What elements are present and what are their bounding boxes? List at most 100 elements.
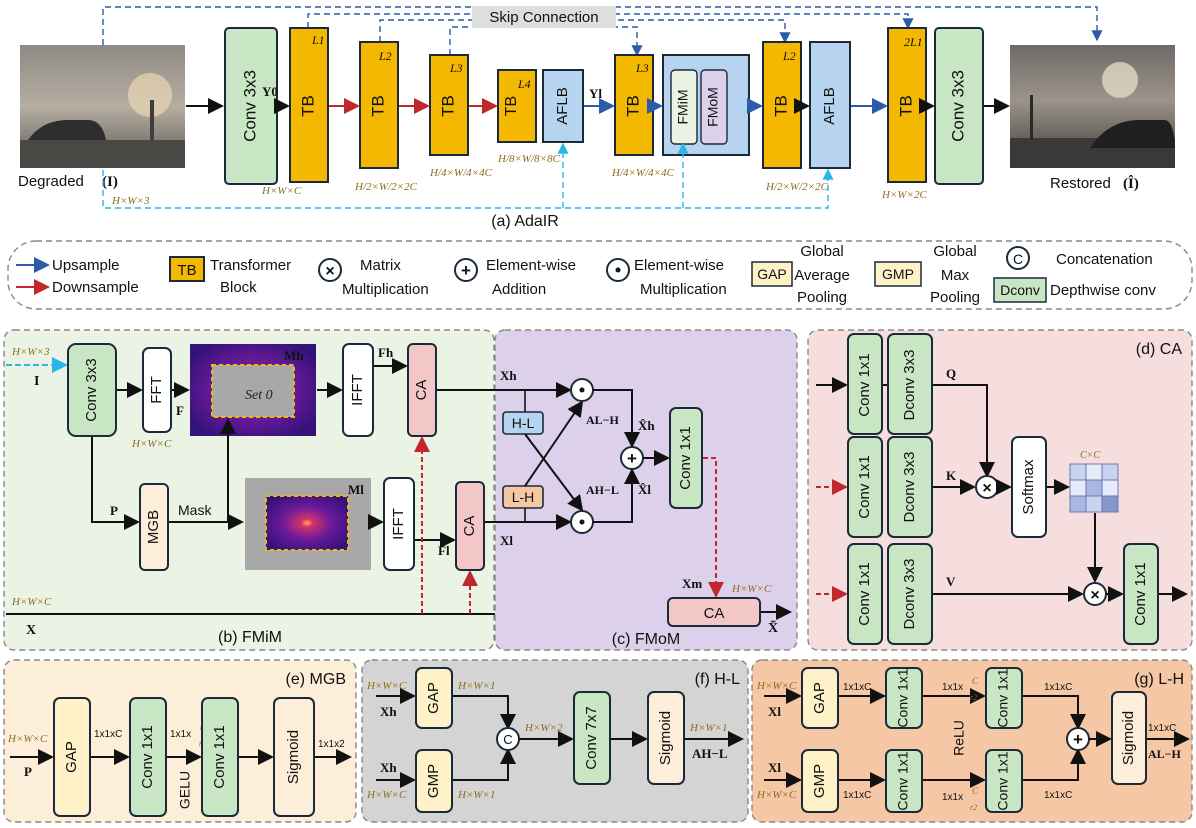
lh-conv-1-block [885,667,923,729]
aflb-block-1 [542,69,584,143]
ca-softmax-block [1011,436,1047,538]
caption-fmim: (b) FMiM [218,629,282,646]
fmim-mgb-block [139,483,169,571]
ca-v-dconv-label: Dconv 3x3 [901,559,918,630]
caption-lh: (g) L-H [1134,671,1184,688]
fmim-ifft-l-label: IFFT [390,508,407,540]
hl-in-dim-1: H×W×C [366,680,407,692]
fmim-mh-spectrum: Set 0 Mh [190,344,316,436]
fmim-set0-label: Set 0 [245,388,273,403]
lh-dim-r-1: 1x1x [942,682,963,693]
mgb-gap-block [53,697,91,817]
lh-dim-r-1-r: r2 [970,693,977,702]
fmim-f-dim: H×W×C [131,438,172,450]
lh-gmp-block [801,749,839,813]
mgb-conv2-block [201,697,239,817]
ca-v-label: V [946,574,956,589]
dim-stage4: H/8×W/8×8C [497,153,561,165]
lh-gmp-label: GMP [811,764,828,798]
ca-q-conv-label: Conv 1x1 [856,353,873,416]
legend-dconv-desc: Depthwise conv [1050,282,1156,299]
panel-fmom: Xh Xl H-L L-H AL−H AH−L X̂h X̂l + Conv 1… [437,329,798,651]
skip-connection-label: Skip Connection [489,9,598,26]
fmom-hl-label: H-L [512,415,535,431]
ca-k-conv-block [847,436,883,538]
fmom-conv-label: Conv 1x1 [677,426,694,489]
yl-label: Yl [589,86,602,101]
fmom-xt-label: X̃ [768,619,778,636]
mgb-dim-1: 1x1xC [94,729,122,740]
hl-gmp-dim: H×W×1 [457,789,495,801]
legend-tb-desc-2: Block [220,279,257,296]
fmom-lh-block [502,485,544,509]
hl-xh-2: Xh [380,760,397,775]
hl-xh-1: Xh [380,704,397,719]
fmom-out-dim: H×W×C [731,583,772,595]
lh-conv-3-label: Conv 1x1 [995,668,1011,727]
aflb-block-2 [809,41,851,169]
skip-connection-label-box [472,6,616,28]
fmim-input-symbol: I [34,374,39,389]
fmim-mask-label: Mask [178,502,212,518]
svg-text:C: C [1013,251,1023,267]
panel-hl: (f) H-L H×W×C Xh H×W×C Xh GAP GMP H×W×1 … [361,659,749,823]
mgb-conv1-block [129,697,167,817]
legend-downsample: Downsample [52,279,139,296]
degraded-symbol: (I) [102,174,118,190]
fmim-ifft-h-block [342,343,374,437]
lh-gap-block [801,667,839,729]
fmim-x-dim: H×W×C [11,596,52,608]
fmom-lh-label: L-H [512,489,535,505]
ca-k-dconv-block [887,436,933,538]
legend: Upsample Downsample TB Transformer Block… [7,240,1193,310]
tb-5-depth: L3 [635,61,649,75]
fmim-conv-block [67,343,117,437]
ca-k-conv-label: Conv 1x1 [856,455,873,518]
fmim-fft-block [142,347,172,433]
mgb-conv1-label: Conv 1x1 [139,725,156,788]
legend-tb-key: TB [177,262,196,279]
ca-v-conv-label: Conv 1x1 [856,562,873,625]
tb-6-depth: L2 [782,49,796,63]
fmim-mh-label: Mh [284,348,304,363]
legend-matmul-1: Matrix [360,257,401,274]
legend-matmul-2: Multiplication [342,281,429,298]
mgb-gap-label: GAP [63,741,80,773]
tb-block-3-label: TB [438,95,457,117]
lh-conv-4-label: Conv 1x1 [995,751,1011,810]
fmim-fft-label: FFT [148,376,165,404]
legend-concat-icon [1006,246,1030,270]
legend-add-icon [454,258,478,282]
legend-add-1: Element-wise [486,257,576,274]
legend-gmp-3: Pooling [930,289,980,306]
lh-dim-2: 1x1xC [843,790,871,801]
fmim-fl-label: Fl [438,543,450,558]
tb-block-5-label: TB [623,95,642,117]
lh-dim-1: 1x1xC [843,682,871,693]
tb-block-3 [429,54,469,156]
svg-text:+: + [461,261,471,280]
legend-upsample: Upsample [52,257,120,274]
conv-out-block [934,27,984,185]
ca-v-dconv-block [887,543,933,645]
fmom-conv-block [669,407,703,509]
degraded-label: Degraded [18,173,84,190]
mgb-sigmoid-block [273,697,315,817]
aflb-block-2-label: AFLB [821,87,838,125]
legend-gap-3: Pooling [797,289,847,306]
dim-stage1: H×W×C [261,185,302,197]
fmim-ml-label: Ml [348,482,364,497]
caption-hl: (f) H-L [695,671,740,688]
hl-out-dim: H×W×1 [689,722,727,734]
ca-softmax-label: Softmax [1020,459,1037,515]
lh-in-dim-1: H×W×C [756,680,797,692]
lh-sigmoid-label: Sigmoid [1120,711,1137,765]
dim-stage6: H/2×W/2×2C [765,181,829,193]
fmim-ca-l-label: CA [461,516,478,537]
hl-gmp-label: GMP [425,764,442,798]
mgb-sigmoid-label: Sigmoid [285,730,302,784]
legend-gap-2: Average [794,267,850,284]
fmim-ml-spectrum: Ml [245,478,371,570]
lh-in-dim-2: H×W×C [756,789,797,801]
